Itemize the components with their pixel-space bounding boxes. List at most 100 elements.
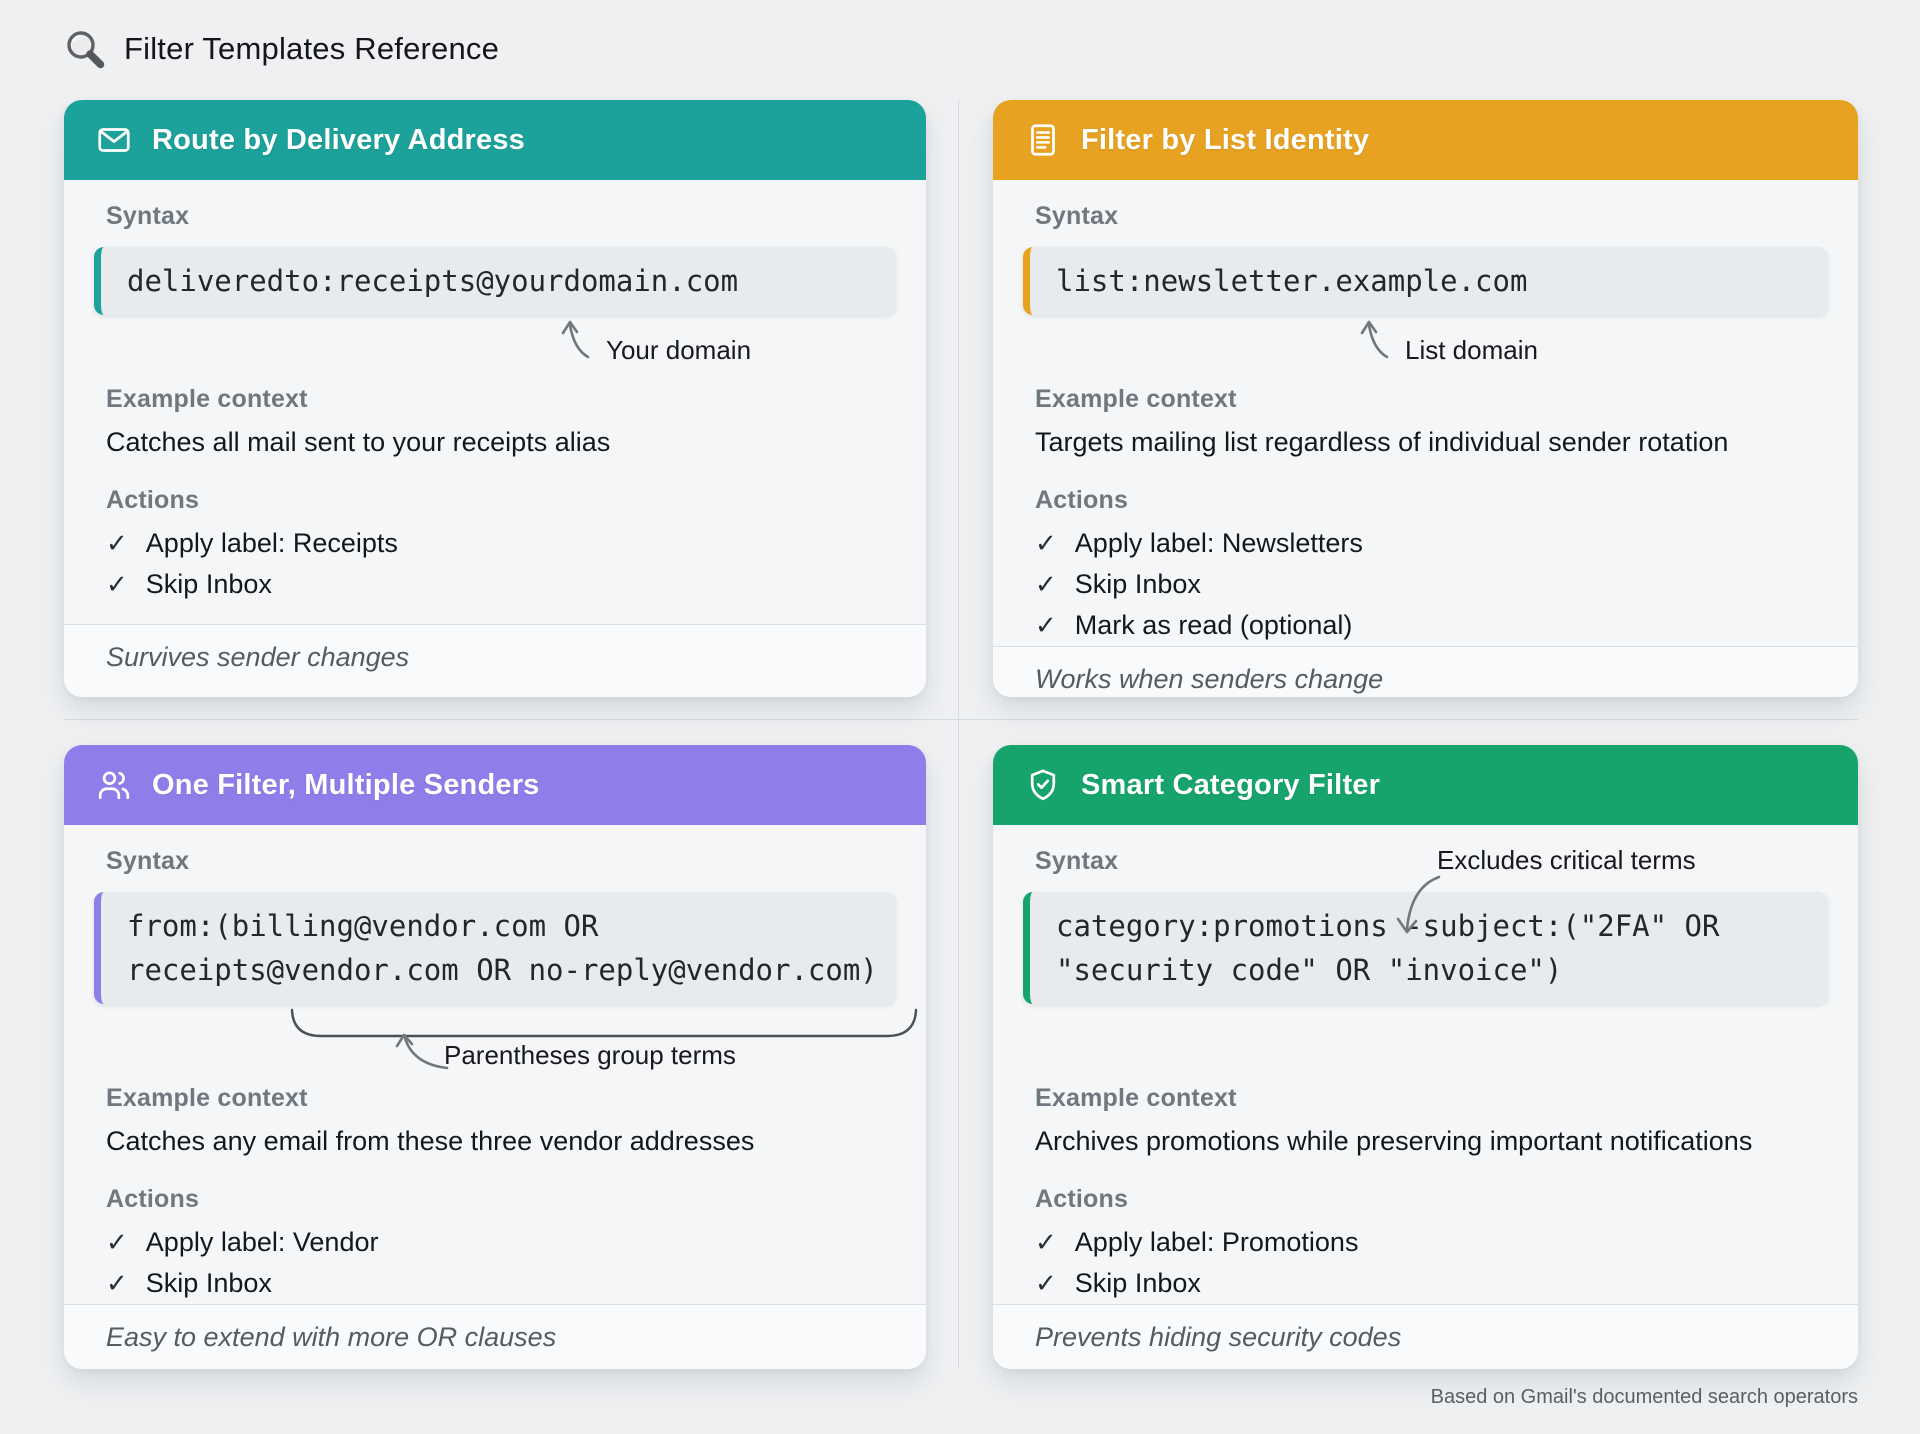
annotation-arrow-icon bbox=[395, 1033, 449, 1070]
action-text: Apply label: Promotions bbox=[1074, 1227, 1359, 1257]
code-line: deliveredto:receipts@yourdomain.com bbox=[127, 264, 739, 298]
example-context-label: Example context bbox=[106, 385, 308, 413]
syntax-code: deliveredto:receipts@yourdomain.com bbox=[94, 247, 896, 315]
annotation-arrow-icon bbox=[1396, 875, 1441, 934]
card-footer: Works when senders change bbox=[993, 646, 1858, 697]
card-title: Filter by List Identity bbox=[1081, 123, 1370, 156]
example-context-label: Example context bbox=[1035, 1084, 1237, 1112]
example-context-label: Example context bbox=[1035, 385, 1237, 413]
card-footer: Easy to extend with more OR clauses bbox=[64, 1304, 926, 1369]
footnote-text: Prevents hiding security codes bbox=[1035, 1322, 1402, 1352]
syntax-label: Syntax bbox=[106, 202, 190, 230]
example-context-text: Catches all mail sent to your receipts a… bbox=[106, 427, 611, 457]
row-divider bbox=[64, 719, 1858, 720]
example-context-text: Targets mailing list regardless of indiv… bbox=[1035, 427, 1729, 457]
check-icon: ✓ bbox=[106, 528, 128, 558]
source-credit: Based on Gmail's documented search opera… bbox=[1430, 1386, 1858, 1408]
card-route-by-delivery-address: Route by Delivery Address Syntax deliver… bbox=[64, 100, 926, 697]
page-header: Filter Templates Reference bbox=[62, 26, 499, 72]
card-header: Filter by List Identity bbox=[993, 100, 1858, 180]
actions-label: Actions bbox=[1035, 1185, 1129, 1213]
check-icon: ✓ bbox=[1035, 1268, 1057, 1298]
annotation: Parentheses group terms bbox=[94, 1004, 918, 1080]
action-text: Mark as read (optional) bbox=[1074, 610, 1353, 640]
action-text: Skip Inbox bbox=[145, 1268, 272, 1298]
example-context-text: Archives promotions while preserving imp… bbox=[1035, 1126, 1753, 1156]
check-icon: ✓ bbox=[106, 1268, 128, 1298]
annotation-label: List domain bbox=[1405, 335, 1538, 365]
annotation-label: Your domain bbox=[606, 335, 752, 365]
action-item: ✓ Apply label: Newsletters bbox=[1035, 523, 1828, 564]
annotation: Your domain bbox=[94, 315, 896, 381]
annotation-arrow-icon bbox=[1360, 320, 1389, 359]
syntax-label: Syntax bbox=[1035, 202, 1119, 230]
footnote-text: Works when senders change bbox=[1035, 664, 1384, 694]
actions-list: ✓ Apply label: Newsletters ✓ Skip Inbox … bbox=[1023, 523, 1828, 646]
card-filter-by-list-identity: Filter by List Identity Syntax list:news… bbox=[993, 100, 1858, 697]
action-item: ✓ Apply label: Receipts bbox=[106, 523, 896, 564]
action-item: ✓ Skip Inbox bbox=[106, 564, 896, 605]
action-item: ✓ Apply label: Vendor bbox=[106, 1222, 896, 1263]
code-line: "security code" OR "invoice") bbox=[1056, 953, 1563, 987]
group-bracket-icon bbox=[290, 1008, 918, 1038]
search-icon bbox=[67, 31, 105, 69]
actions-list: ✓ Apply label: Receipts ✓ Skip Inbox bbox=[94, 523, 896, 605]
card-header: One Filter, Multiple Senders bbox=[64, 745, 926, 825]
card-title: One Filter, Multiple Senders bbox=[152, 768, 540, 801]
syntax-code: list:newsletter.example.com bbox=[1023, 247, 1828, 315]
check-icon: ✓ bbox=[1035, 569, 1057, 599]
syntax-code: category:promotions -subject:("2FA" OR "… bbox=[1023, 892, 1828, 1004]
card-header: Route by Delivery Address bbox=[64, 100, 926, 180]
shield-check-icon bbox=[1030, 769, 1056, 801]
syntax-label: Syntax bbox=[106, 847, 190, 875]
spacer bbox=[1023, 1004, 1828, 1080]
page-title: Filter Templates Reference bbox=[124, 31, 500, 66]
syntax-label: Syntax bbox=[1035, 847, 1119, 875]
action-item: ✓ Mark as read (optional) bbox=[1035, 605, 1828, 646]
footnote-text: Survives sender changes bbox=[106, 642, 410, 672]
check-icon: ✓ bbox=[1035, 528, 1057, 558]
actions-list: ✓ Apply label: Vendor ✓ Skip Inbox bbox=[94, 1222, 896, 1304]
actions-list: ✓ Apply label: Promotions ✓ Skip Inbox bbox=[1023, 1222, 1828, 1304]
card-footer: Prevents hiding security codes bbox=[993, 1304, 1858, 1369]
card-one-filter-multiple-senders: One Filter, Multiple Senders Syntax from… bbox=[64, 745, 926, 1369]
card-body: Syntax deliveredto:receipts@yourdomain.c… bbox=[64, 180, 926, 624]
actions-label: Actions bbox=[1035, 486, 1129, 514]
action-text: Skip Inbox bbox=[1074, 1268, 1201, 1298]
example-context-text: Catches any email from these three vendo… bbox=[106, 1126, 755, 1156]
card-body: Syntax from:(billing@vendor.com OR recei… bbox=[64, 825, 926, 1304]
card-body: Syntax Excludes critical terms category:… bbox=[993, 825, 1858, 1304]
check-icon: ✓ bbox=[106, 569, 128, 599]
card-title: Smart Category Filter bbox=[1081, 768, 1381, 801]
card-smart-category-filter: Smart Category Filter Syntax Excludes cr… bbox=[993, 745, 1858, 1369]
action-item: ✓ Skip Inbox bbox=[1035, 1263, 1828, 1304]
annotation-label: Parentheses group terms bbox=[444, 1040, 736, 1070]
actions-label: Actions bbox=[106, 486, 200, 514]
card-header: Smart Category Filter bbox=[993, 745, 1858, 825]
card-footer: Survives sender changes bbox=[64, 624, 926, 697]
envelope-icon bbox=[98, 128, 130, 152]
footnote-text: Easy to extend with more OR clauses bbox=[106, 1322, 557, 1352]
action-item: ✓ Apply label: Promotions bbox=[1035, 1222, 1828, 1263]
action-text: Apply label: Receipts bbox=[145, 528, 398, 558]
card-title: Route by Delivery Address bbox=[152, 123, 525, 156]
list-document-icon bbox=[1031, 124, 1055, 156]
actions-label: Actions bbox=[106, 1185, 200, 1213]
syntax-code: from:(billing@vendor.com OR receipts@ven… bbox=[94, 892, 896, 1004]
users-icon bbox=[98, 771, 130, 800]
annotation-label: Excludes critical terms bbox=[1437, 845, 1696, 875]
action-text: Skip Inbox bbox=[1074, 569, 1201, 599]
template-grid: Route by Delivery Address Syntax deliver… bbox=[64, 100, 1858, 1369]
code-line: list:newsletter.example.com bbox=[1056, 264, 1528, 298]
action-item: ✓ Skip Inbox bbox=[106, 1263, 896, 1304]
action-item: ✓ Skip Inbox bbox=[1035, 564, 1828, 605]
check-icon: ✓ bbox=[1035, 1227, 1057, 1257]
code-line: receipts@vendor.com OR no-reply@vendor.c… bbox=[127, 953, 878, 987]
code-line: category:promotions -subject:("2FA" OR bbox=[1056, 909, 1720, 943]
action-text: Apply label: Newsletters bbox=[1074, 528, 1363, 558]
code-line: from:(billing@vendor.com OR bbox=[127, 909, 599, 943]
card-body: Syntax list:newsletter.example.com List … bbox=[993, 180, 1858, 646]
action-text: Skip Inbox bbox=[145, 569, 272, 599]
action-text: Apply label: Vendor bbox=[145, 1227, 379, 1257]
check-icon: ✓ bbox=[1035, 610, 1057, 640]
